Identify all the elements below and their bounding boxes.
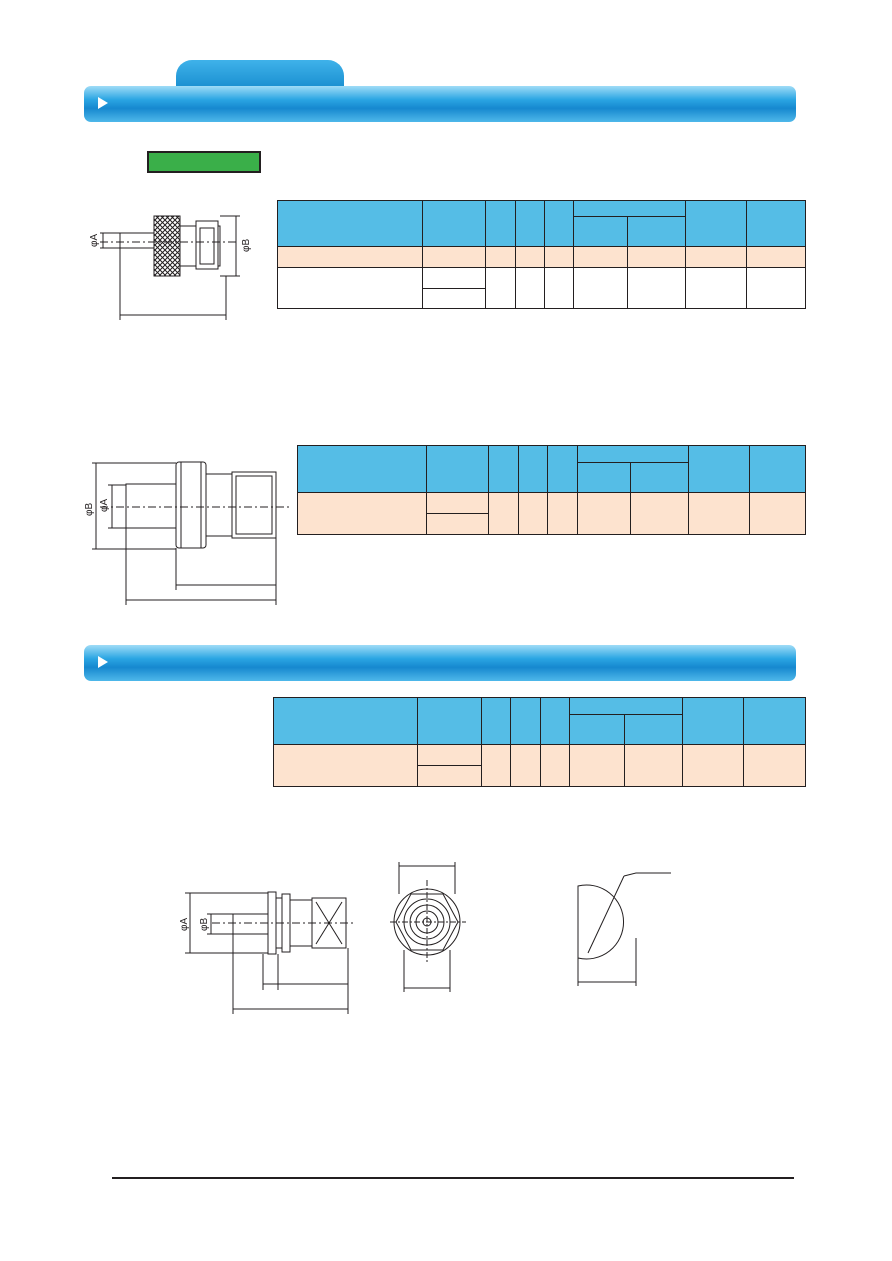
- header-cell: [485, 200, 516, 247]
- header-cell: [746, 200, 806, 247]
- header-subcell: [630, 462, 689, 493]
- table-cell: [426, 513, 489, 535]
- header-cell: [510, 697, 541, 745]
- header-group-cell: [573, 200, 686, 217]
- dim-label-phi-a: φA: [99, 499, 110, 512]
- table-cell: [544, 246, 574, 268]
- header-cell: [518, 445, 548, 493]
- header-cell: [743, 697, 806, 745]
- header-group-cell: [569, 697, 683, 715]
- header-cell: [515, 200, 545, 247]
- header-cell: [488, 445, 519, 493]
- table-cell: [577, 492, 631, 535]
- table-cell: [273, 744, 418, 787]
- header-subcell: [573, 216, 628, 247]
- table-cell: [746, 267, 806, 309]
- header-cell: [297, 445, 427, 493]
- table-cell: [518, 492, 548, 535]
- header-subcell: [627, 216, 686, 247]
- table-cell: [277, 246, 423, 268]
- category-badge: [147, 151, 261, 173]
- table-cell: [277, 267, 423, 309]
- panel-cutout-drawing: [577, 872, 671, 986]
- table-cell: [688, 492, 750, 535]
- table-cell: [544, 267, 574, 309]
- table-cell: [547, 492, 578, 535]
- table-cell: [488, 492, 519, 535]
- header-cell: [682, 697, 744, 745]
- table-cell: [627, 246, 686, 268]
- play-triangle-icon: [98, 97, 108, 109]
- dim-label-phi-b: φB: [84, 503, 95, 516]
- table-cell: [746, 246, 806, 268]
- table-cell: [627, 267, 686, 309]
- table-cell: [297, 492, 427, 535]
- connector-front-view: [390, 862, 466, 992]
- header-group-cell: [577, 445, 689, 463]
- header-cell: [481, 697, 511, 745]
- table-cell: [685, 267, 747, 309]
- connector-drawing-2: [92, 461, 290, 605]
- table-cell: [422, 246, 486, 268]
- dim-label-phi-b: φB: [241, 239, 252, 252]
- header-cell: [547, 445, 578, 493]
- table-cell: [749, 492, 806, 535]
- header-cell: [422, 200, 486, 247]
- header-cell: [540, 697, 570, 745]
- dim-label-phi-b: φB: [199, 918, 210, 931]
- table-cell: [624, 744, 683, 787]
- table-cell: [515, 267, 545, 309]
- section-tab: [176, 60, 344, 88]
- dim-label-phi-a: φA: [89, 234, 100, 247]
- dim-label-phi-a: φA: [179, 918, 190, 931]
- header-cell: [544, 200, 574, 247]
- play-triangle-icon: [98, 656, 108, 668]
- table-cell: [481, 744, 511, 787]
- table-cell: [630, 492, 689, 535]
- header-cell: [749, 445, 806, 493]
- table-cell: [417, 765, 482, 787]
- table-cell: [485, 267, 516, 309]
- table-cell: [682, 744, 744, 787]
- footer-rule: [112, 1177, 794, 1179]
- table-cell: [510, 744, 541, 787]
- table-cell: [569, 744, 625, 787]
- spec-table-2: [297, 445, 806, 535]
- header-cell: [277, 200, 423, 247]
- table-cell: [426, 492, 489, 514]
- table-cell: [422, 288, 486, 309]
- connector-drawing-3: [185, 891, 356, 1014]
- header-cell: [685, 200, 747, 247]
- table-cell: [743, 744, 806, 787]
- header-cell: [688, 445, 750, 493]
- spec-table-1: [277, 200, 806, 309]
- table-cell: [540, 744, 570, 787]
- header-cell: [426, 445, 489, 493]
- table-cell: [573, 246, 628, 268]
- section-header-bar-1: [84, 86, 796, 122]
- table-cell: [573, 267, 628, 309]
- connector-drawing-1: [100, 215, 240, 320]
- section-header-bar-2: [84, 645, 796, 681]
- spec-table-3: [273, 697, 806, 787]
